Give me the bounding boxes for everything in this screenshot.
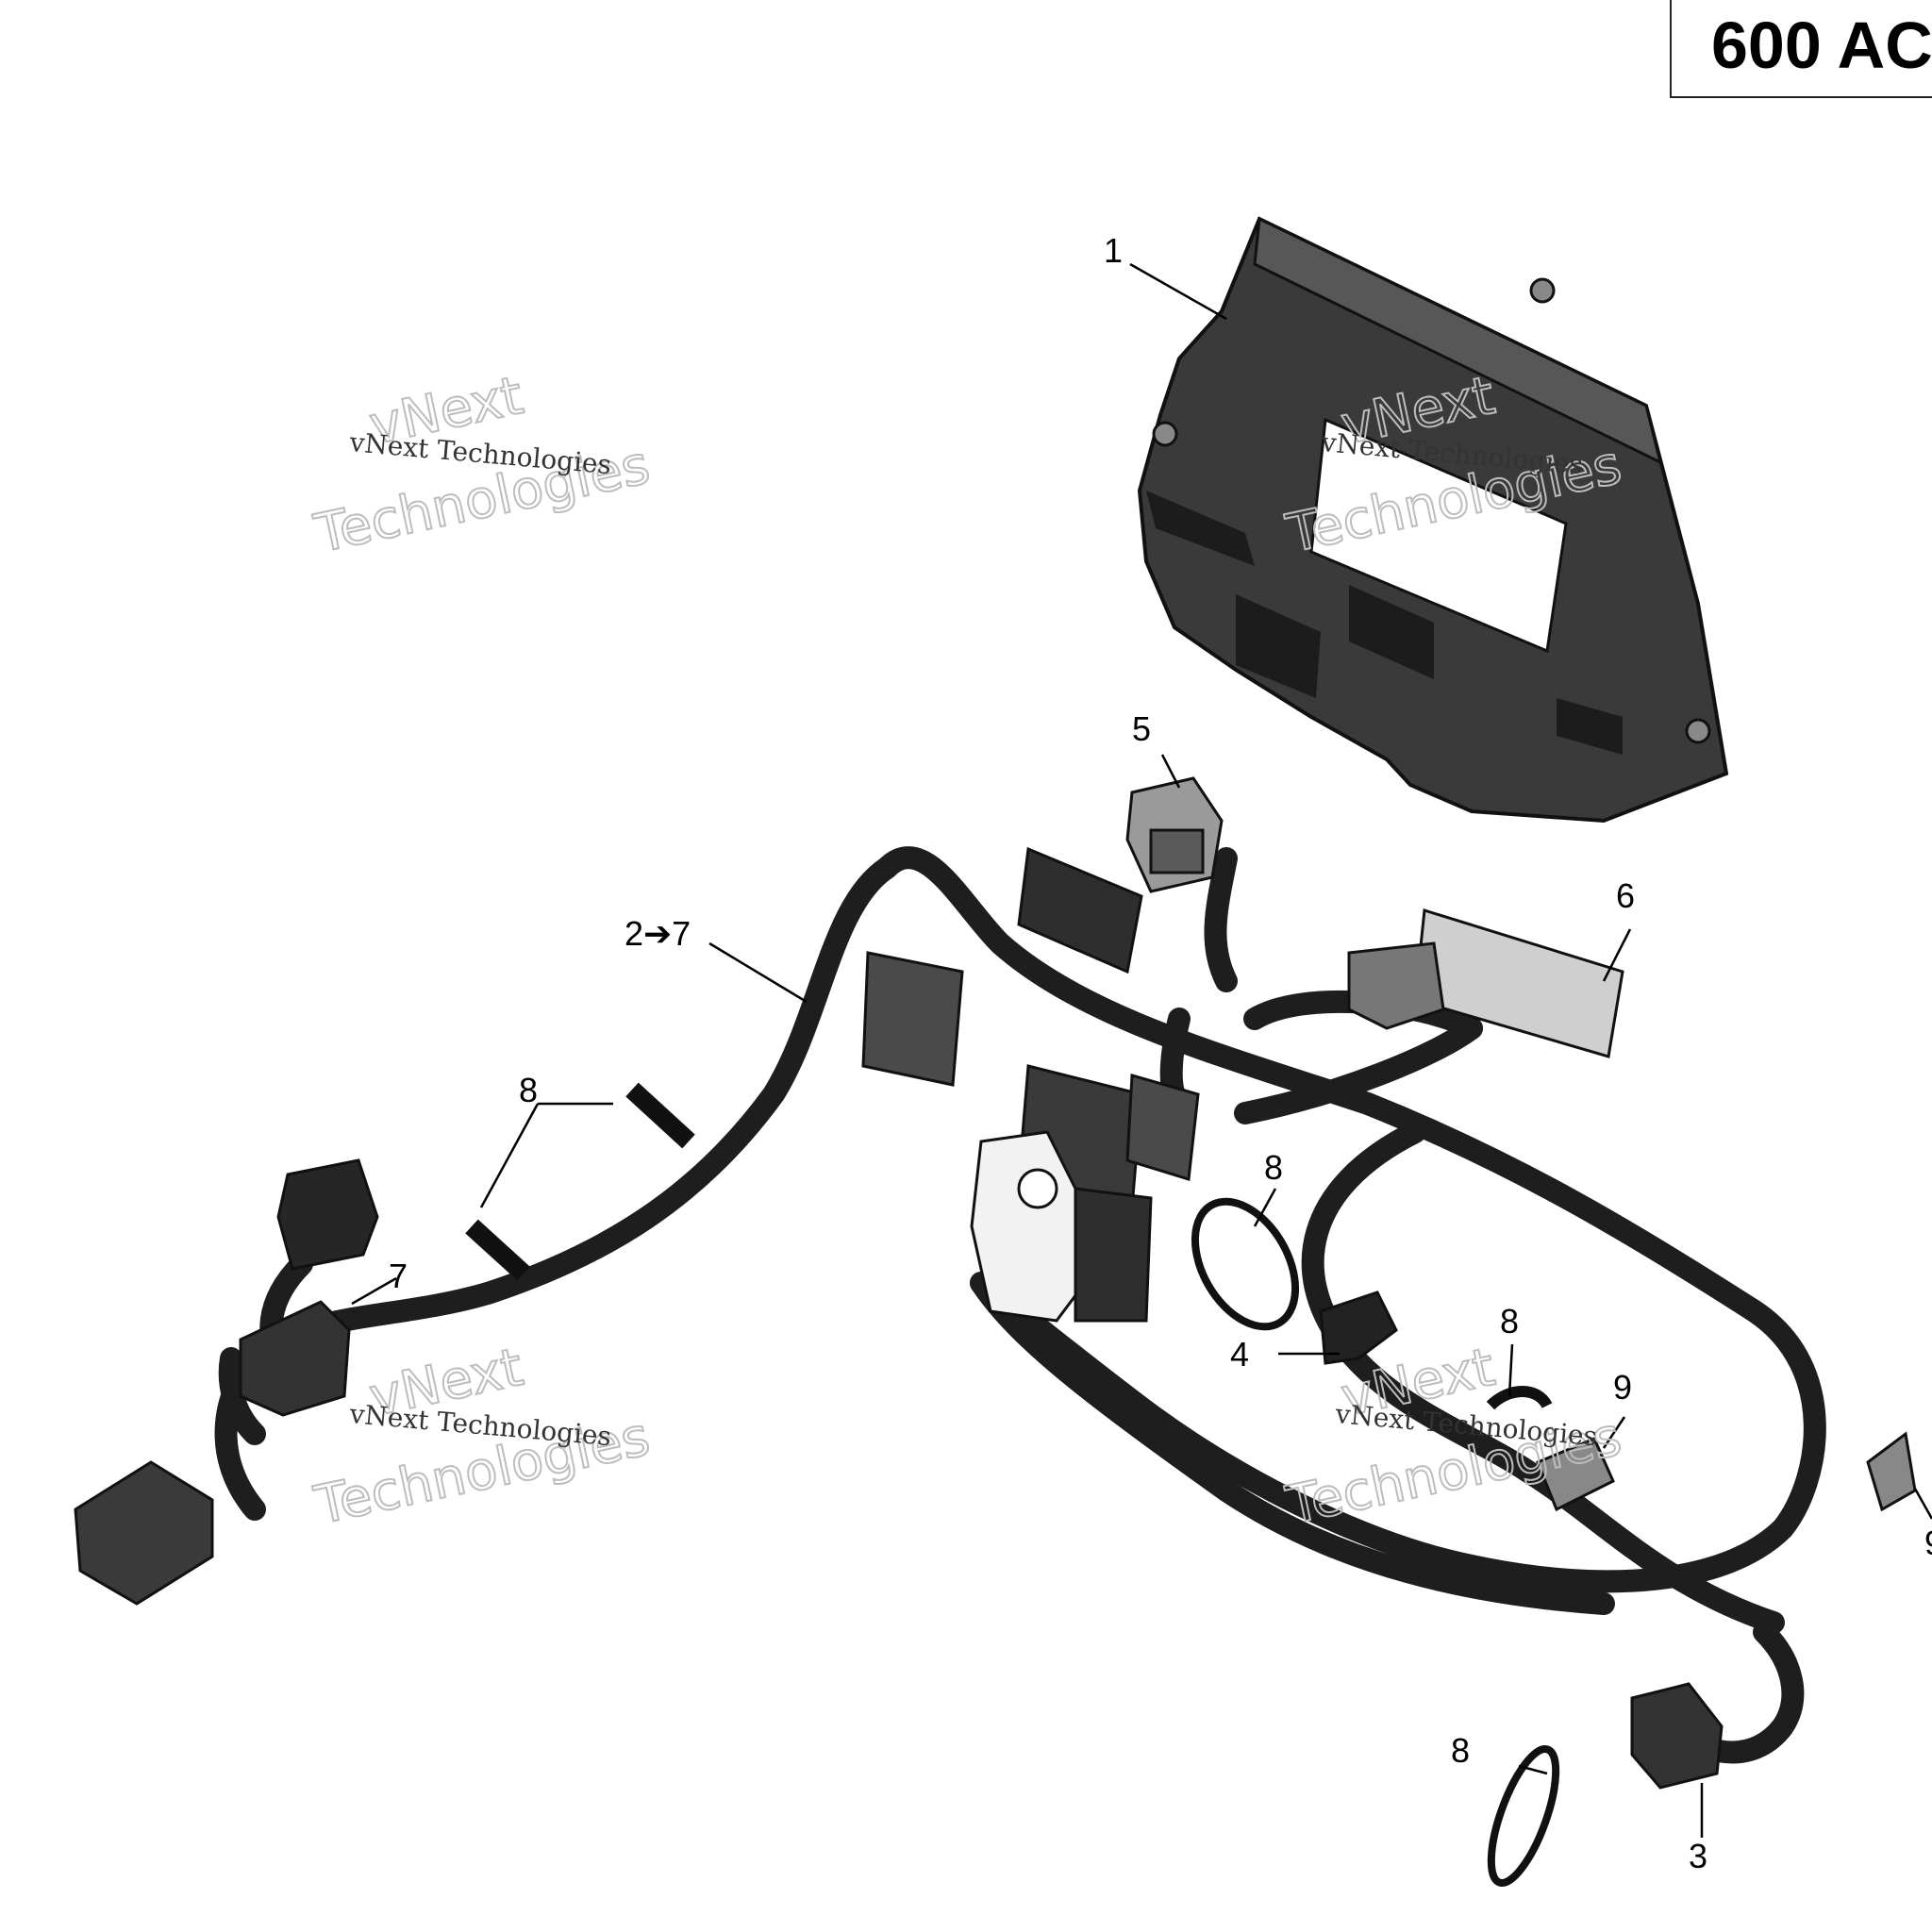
- callout-3: 3: [1689, 1837, 1707, 1875]
- callout-4: 4: [1230, 1335, 1249, 1374]
- cable-tie: [465, 1082, 1560, 1887]
- sensor-connector: [1630, 1682, 1724, 1790]
- callout-8-d: 8: [1451, 1731, 1470, 1770]
- callout-9-a: 9: [1613, 1368, 1632, 1407]
- callout-8-c: 8: [1500, 1302, 1519, 1341]
- callout-5: 5: [1132, 709, 1151, 748]
- retaining-clip: [1536, 1431, 1917, 1512]
- model-label: 600 AC: [1711, 8, 1932, 82]
- callout-6: 6: [1616, 876, 1635, 915]
- callout-7: 7: [389, 1257, 408, 1295]
- callout-1: 1: [1104, 231, 1123, 270]
- model-label-box: 600 AC: [1670, 0, 1932, 98]
- end-connector: [74, 1460, 214, 1606]
- callout-8-a: 8: [519, 1071, 538, 1109]
- plug-connector: [1125, 776, 1224, 893]
- multi-pin-connector: [1347, 908, 1624, 1058]
- ecm-module: [1137, 216, 1729, 824]
- leader-lines: [351, 262, 1932, 1838]
- callouts: 1 2➔7 3 4 5 6 7 8 8 8 8 9 9: [389, 231, 1932, 1875]
- ignition-connector: [239, 1158, 379, 1417]
- callout-8-b: 8: [1264, 1148, 1283, 1187]
- callout-2-7: 2➔7: [625, 914, 691, 953]
- callout-9-b: 9: [1924, 1524, 1932, 1562]
- throttle-sensor: [970, 1130, 1153, 1323]
